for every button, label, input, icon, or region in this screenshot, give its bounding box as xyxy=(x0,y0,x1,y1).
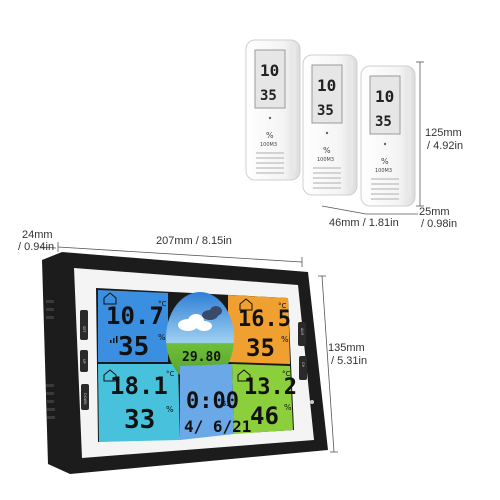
left-side-buttons xyxy=(80,310,89,410)
light-sensor-icon xyxy=(310,400,314,404)
sensor-grille xyxy=(256,152,284,174)
zone-top-left xyxy=(98,290,168,362)
zone-bottom-left xyxy=(98,364,180,442)
sensor-label-percent: % xyxy=(381,157,389,166)
dark-cloud-icon xyxy=(202,306,222,320)
zone-top-left-unit: °C xyxy=(158,300,167,308)
zone-top-left-temp: 10.7 xyxy=(106,302,164,330)
alarm-button-label: ALM xyxy=(300,328,304,335)
sensor-humidity: 35 xyxy=(317,103,334,119)
sensor-depth-mm: 25mm xyxy=(419,206,450,218)
sensor-temp: 10 xyxy=(260,61,279,80)
sensor-humidity: 35 xyxy=(375,114,392,130)
zone-bottom-left-humidity-unit: % xyxy=(166,405,174,414)
zone-top-right-humidity-unit: % xyxy=(281,335,289,344)
sensor-temp: 10 xyxy=(317,76,336,95)
station-depth-in: / 0.94in xyxy=(18,241,54,253)
set-button[interactable] xyxy=(80,310,88,340)
sensor-1: 10 35 % 100M3 xyxy=(245,39,301,181)
pressure-reading: 29.80 xyxy=(182,350,221,365)
zone-center-bottom xyxy=(180,364,234,440)
cloud-icon xyxy=(178,314,212,331)
station-width-label: 207mm / 8.15in xyxy=(156,235,232,247)
sensor-height-in: / 4.92in xyxy=(427,140,463,152)
sensor-led xyxy=(383,142,387,146)
sensor-depth-in: / 0.98in xyxy=(421,218,457,230)
sensor-edge xyxy=(347,59,353,187)
channel-button[interactable] xyxy=(299,356,307,380)
zone-bottom-right-humidity: 46 xyxy=(250,402,279,430)
signal-icon xyxy=(110,336,118,343)
zone-top-left-humidity-unit: % xyxy=(158,333,166,342)
zone-top-right-humidity: 35 xyxy=(246,334,275,362)
sensor-grille xyxy=(371,178,399,200)
station-grip-left xyxy=(46,300,55,419)
sensor-label-model: 100M3 xyxy=(317,157,334,163)
sensor-height-mm: 125mm xyxy=(425,127,462,139)
base-station: 10.7 °C 35 % 16.5 °C 35 % 18.1 °C 33 % 1… xyxy=(42,252,328,474)
up-button-label: UP xyxy=(82,359,86,364)
station-dimension-lines xyxy=(39,242,338,453)
station-depth-mm: 24mm xyxy=(22,229,53,241)
sensor-grille xyxy=(313,167,341,189)
station-height-mm: 135mm xyxy=(328,342,365,354)
zone-bottom-right-humidity-unit: % xyxy=(284,403,292,412)
sensor-edge xyxy=(290,44,296,172)
clock-seconds: 53 xyxy=(222,400,230,408)
channel-button-label: CH xyxy=(301,362,305,367)
sensor-label-model: 100M3 xyxy=(375,168,392,174)
zone-bottom-right-unit: °C xyxy=(282,370,291,378)
zone-bottom-left-humidity: 33 xyxy=(124,405,155,435)
sensor-lcd xyxy=(369,75,401,135)
sensor-dimension-lines xyxy=(321,61,424,215)
zone-top-right-temp: 16.5 xyxy=(238,307,291,332)
date-reading: 4/ 6/21 xyxy=(184,417,251,436)
zone-top-left-humidity: 35 xyxy=(118,332,149,362)
sensor-lcd xyxy=(311,64,343,124)
sensor-3: 10 35 % 100M3 xyxy=(360,65,416,207)
sensor-label-percent: % xyxy=(323,146,331,155)
home-icon xyxy=(103,292,253,382)
sensor-lcd xyxy=(254,49,286,109)
sensor-label-percent: % xyxy=(266,131,274,140)
sensor-temp: 10 xyxy=(375,87,394,106)
zone-bottom-right-temp: 13.2 xyxy=(244,375,297,400)
zone-top-right xyxy=(228,295,290,364)
up-button[interactable] xyxy=(80,350,88,372)
sensor-width-label: 46mm / 1.81in xyxy=(329,217,399,229)
sensor-led xyxy=(325,131,329,135)
clock-time: 0:00 xyxy=(186,389,239,414)
set-button-label: SET xyxy=(82,326,86,333)
sensor-humidity: 35 xyxy=(260,88,277,104)
sensor-edge xyxy=(405,70,411,198)
sensor-led xyxy=(268,116,272,120)
down-button[interactable] xyxy=(81,384,89,410)
down-button-label: DOWN xyxy=(83,393,87,405)
zone-bottom-left-temp: 18.1 xyxy=(110,372,168,400)
sensor-label-model: 100M3 xyxy=(260,142,277,148)
sensor-2: 10 35 % 100M3 xyxy=(302,54,358,196)
alarm-button[interactable] xyxy=(298,322,306,346)
zone-bottom-left-unit: °C xyxy=(166,370,175,378)
station-height-in: / 5.31in xyxy=(331,355,367,367)
right-side-buttons xyxy=(298,322,307,380)
zone-top-right-unit: °C xyxy=(278,302,287,310)
